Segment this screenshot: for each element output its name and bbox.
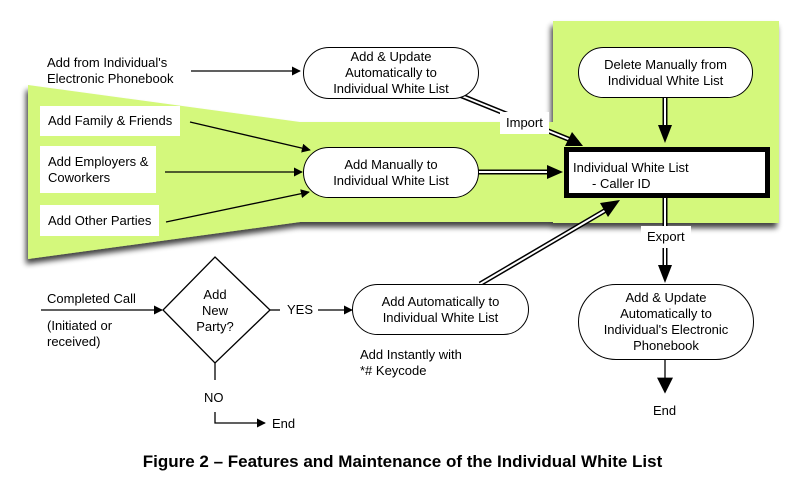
process-auto-update-white-list: Add & Update Automatically to Individual… — [303, 47, 479, 99]
arrow-other-to-manual — [165, 189, 310, 223]
source-employers-box: Add Employers & Coworkers — [40, 146, 157, 193]
decision-text: New — [201, 303, 228, 318]
keycode-note: Add Instantly with *# Keycode — [360, 347, 462, 379]
double-arrow-auto-to-list — [478, 200, 620, 287]
end-no: End — [272, 416, 296, 431]
process-text: Add Manually to — [344, 156, 438, 172]
decision-label: Add New Party? — [195, 287, 235, 335]
source-phonebook-line: Electronic Phonebook — [47, 71, 174, 86]
completed-call-note: (Initiated or received) — [47, 318, 112, 350]
process-text: Individual White List — [333, 172, 449, 188]
individual-white-list-store: Individual White List - Caller ID — [564, 147, 770, 198]
decision-no-label: NO — [204, 390, 224, 405]
process-text: Add Automatically to — [381, 293, 500, 309]
double-arrow-delete-to-list — [658, 98, 672, 143]
process-delete-manually: Delete Manually from Individual White Li… — [578, 47, 753, 98]
keycode-note-line: *# Keycode — [360, 363, 427, 378]
process-text: Add & Update — [350, 49, 432, 64]
source-phonebook: Add from Individual's Electronic Phonebo… — [47, 55, 173, 87]
edge-label-import: Import — [500, 112, 549, 134]
process-text: Individual White List — [607, 72, 724, 88]
arrow-family-to-manual — [189, 121, 311, 153]
decision-text: Party? — [196, 319, 234, 334]
process-text: Individual's Electronic — [603, 322, 729, 337]
process-text: Individual White List — [382, 309, 499, 325]
process-text: Add & Update — [625, 290, 707, 305]
decision-yes-label: YES — [287, 302, 314, 317]
source-other-box: Add Other Parties — [40, 205, 160, 236]
store-subtitle: - Caller ID — [592, 176, 651, 191]
source-family-label: Add Family & Friends — [48, 113, 173, 128]
source-completed-call: Completed Call — [47, 291, 136, 306]
arrow-no-to-end — [214, 412, 266, 428]
source-phonebook-line: Add from Individual's — [47, 55, 168, 70]
process-text: Delete Manually from — [604, 56, 727, 72]
process-text: Automatically to — [620, 306, 712, 321]
end-phonebook: End — [653, 403, 677, 418]
process-text: Automatically to — [345, 65, 437, 80]
source-employers-line: Coworkers — [48, 169, 111, 185]
completed-call-note-line: received) — [47, 334, 101, 349]
source-employers-line: Add Employers & — [48, 153, 149, 169]
edge-label-export: Export — [641, 226, 691, 248]
keycode-note-line: Add Instantly with — [360, 347, 462, 362]
completed-call-note-line: (Initiated or — [47, 318, 113, 333]
process-auto-update-phonebook: Add & Update Automatically to Individual… — [578, 284, 754, 360]
process-add-manually: Add Manually to Individual White List — [303, 147, 479, 198]
process-text: Phonebook — [633, 338, 699, 353]
double-arrow-manual-to-list — [478, 165, 563, 179]
decision-text: Add — [203, 287, 227, 302]
process-text: Individual White List — [333, 81, 449, 96]
source-other-label: Add Other Parties — [48, 212, 152, 228]
figure-caption: Figure 2 – Features and Maintenance of t… — [142, 452, 663, 471]
process-add-automatically: Add Automatically to Individual White Li… — [352, 284, 529, 335]
source-family-box: Add Family & Friends — [40, 106, 181, 136]
store-title: Individual White List — [573, 160, 689, 175]
